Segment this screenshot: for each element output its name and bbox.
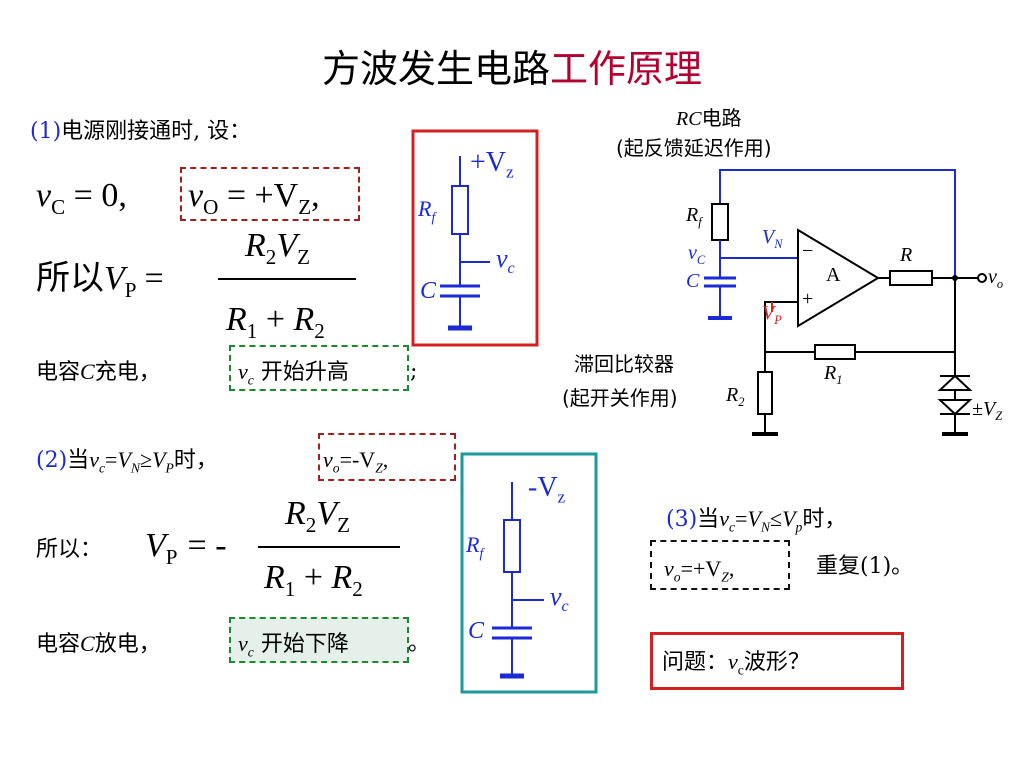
step1-charge-text: 电容C充电，: [36, 359, 161, 385]
rc-caption: (起反馈延迟作用): [616, 136, 772, 160]
circuit-discharging-frame: [460, 452, 598, 694]
step1-eq-vo: vO = +VZ,: [188, 177, 320, 219]
circuit1-rf: Rf: [418, 196, 436, 225]
step1-header: (1)电源刚接通时, 设：: [30, 118, 251, 146]
step1-charge-box-text: vc 开始升高: [238, 359, 349, 388]
main-rf-label: Rf: [686, 204, 702, 229]
main-vc-label: vC: [688, 242, 706, 267]
step2-discharge-box: [229, 617, 409, 663]
step2-vo-box: [318, 433, 456, 481]
circuit2-vc: vc: [550, 582, 569, 616]
circuit2-rf: Rf: [466, 532, 484, 561]
step1-denominator: R1 + R2: [226, 301, 325, 343]
step1-vo-box: [180, 167, 360, 221]
step1-charge-box: [229, 345, 409, 391]
step2-discharge-text: 电容C放电，: [36, 631, 161, 657]
step1-numerator: R2VZ: [245, 227, 310, 269]
main-c-label: C: [686, 270, 700, 292]
title-main: 方波发生电路: [321, 47, 550, 91]
circuit-charging: [411, 129, 539, 347]
hyst-label: 滞回比较器: [574, 352, 674, 376]
main-r2-label: R2: [726, 384, 745, 409]
main-r1-label: R1: [824, 362, 843, 387]
circuit1-vc: vc: [496, 244, 515, 278]
step1-number: (1): [30, 119, 62, 144]
main-r-label: R: [900, 244, 913, 266]
step1-header-text: 电源刚接通时, 设：: [61, 119, 252, 144]
amp-minus: −: [802, 240, 814, 262]
resistor-rf-icon: [711, 203, 729, 241]
main-vz-label: ±VZ: [972, 398, 1003, 423]
step2-discharge-box-text: vc 开始下降: [238, 631, 349, 660]
step2-vo-text: vo=-VZ,: [323, 447, 389, 476]
hyst-caption: (起开关作用): [562, 386, 678, 410]
circuit2-c: C: [468, 618, 485, 644]
main-circuit: [704, 169, 987, 436]
resistor-rf-icon: [503, 519, 521, 573]
main-vo-label: vo: [988, 266, 1004, 291]
step2-vp-lhs: VP= -: [145, 527, 227, 569]
question-text: 问题：vc波形？: [662, 649, 810, 678]
output-terminal-icon: [977, 273, 987, 283]
amp-plus: +: [802, 288, 814, 310]
step2-numerator: R2VZ: [285, 495, 350, 537]
step2-denominator: R1 + R2: [264, 559, 363, 601]
page-title: 方波发生电路工作原理: [0, 44, 1024, 94]
resistor-rf-icon: [451, 185, 469, 235]
resistor-r2-icon: [757, 371, 773, 415]
resistor-r-icon: [889, 270, 933, 286]
step2-fraction-line: [258, 546, 400, 548]
step1-fraction-line: [218, 278, 356, 280]
amp-label: A: [826, 264, 841, 286]
resistor-r1-icon: [814, 344, 856, 360]
main-vn-label: VN: [762, 226, 783, 251]
main-vp-label: VP: [762, 302, 782, 327]
circuit2-supply: -Vz: [528, 472, 566, 507]
step3-vo-text: vo=+VZ,: [664, 556, 735, 585]
step2-header: (2)当vc=VN≥VP时，: [36, 447, 218, 476]
zener-diode-icon: [937, 374, 973, 391]
step2-so: 所以：: [36, 537, 103, 562]
step1-eq-vc: vC = 0,: [36, 177, 127, 219]
step3-header: (3)当vc=VN≤Vp时，: [666, 506, 847, 535]
step3-vo-box: [650, 540, 790, 590]
circuit-discharging: [460, 452, 598, 694]
step3-repeat: 重复(1)。: [816, 554, 914, 579]
circuit1-supply: +Vz: [470, 147, 514, 182]
step1-charge-end: ;: [410, 359, 418, 384]
circuit-charging-frame: [411, 129, 539, 347]
step1-vp-lhs: 所以VP=: [36, 258, 164, 302]
question-box: [650, 632, 904, 690]
circuit1-c: C: [420, 278, 437, 304]
step2-discharge-end: 。: [408, 631, 431, 656]
rc-label: RC电路: [676, 106, 742, 130]
op-amp-icon: [797, 228, 880, 328]
title-accent: 工作原理: [550, 47, 703, 91]
